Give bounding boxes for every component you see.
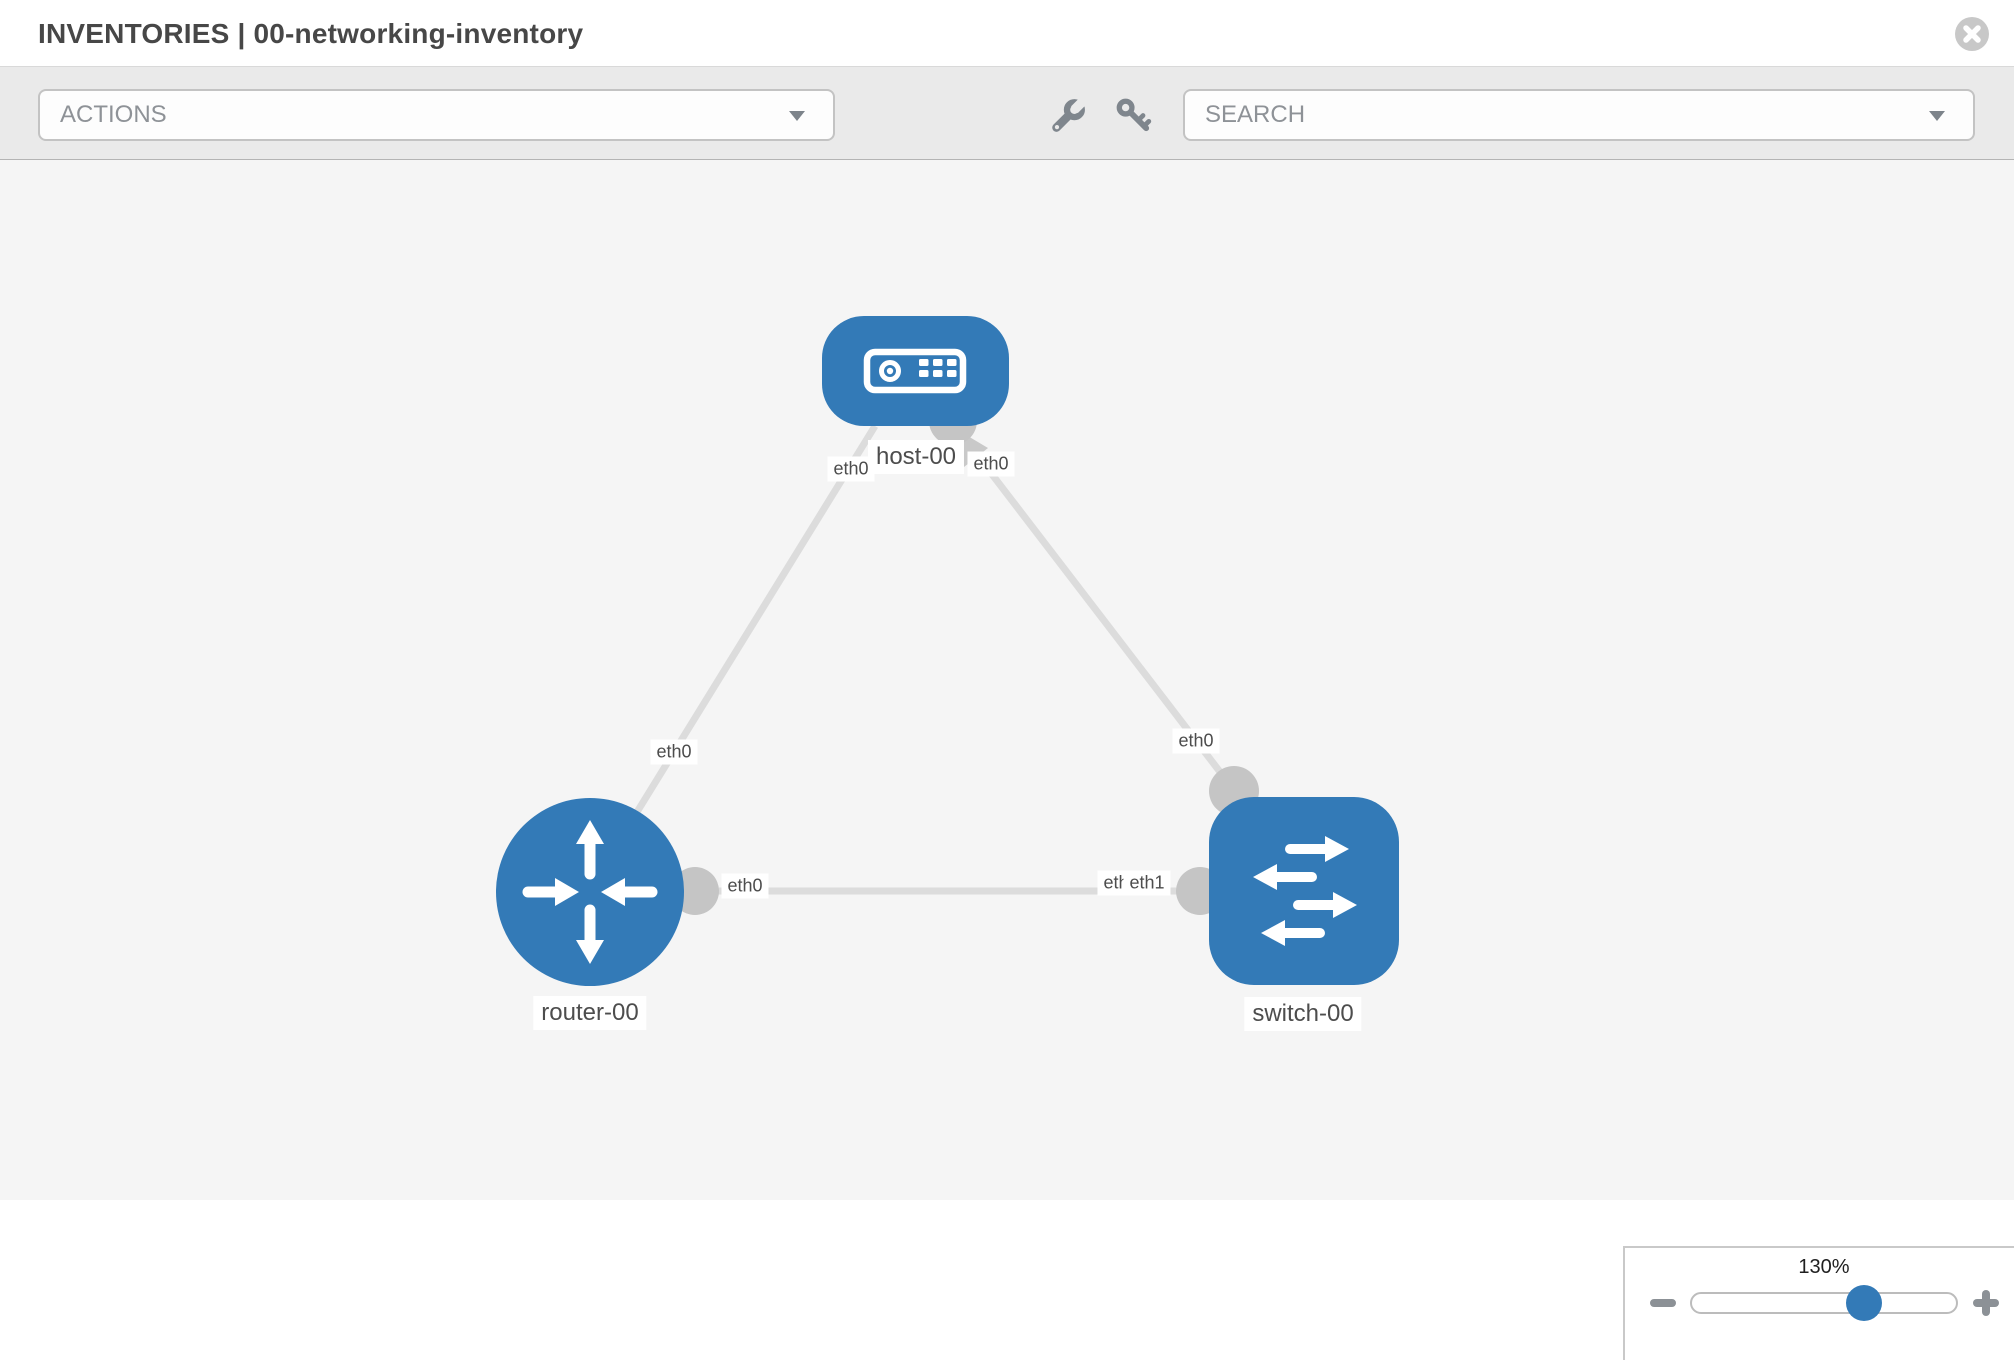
interface-label: eth0 — [1172, 728, 1220, 754]
zoom-out-button[interactable] — [1650, 1299, 1676, 1307]
zoom-slider-knob[interactable] — [1846, 1285, 1882, 1321]
toolbar: ACTIONS SEARCH — [0, 66, 2014, 161]
configure-button[interactable] — [1048, 96, 1088, 134]
search-dropdown[interactable]: SEARCH — [1183, 89, 1975, 141]
search-dropdown-label: SEARCH — [1205, 101, 1306, 128]
page-header: INVENTORIES | 00-networking-inventory — [0, 0, 2014, 66]
credentials-button[interactable] — [1114, 96, 1152, 134]
interface-label: eth0 — [721, 873, 769, 899]
page-title: INVENTORIES | 00-networking-inventory — [38, 18, 584, 49]
zoom-in-button[interactable] — [1972, 1289, 2000, 1317]
node-router-00[interactable] — [496, 798, 684, 986]
topology-graph — [496, 316, 1399, 986]
topology-canvas[interactable]: host-00 router-00 switch-00 eth0 eth0 eth0 eth… — [0, 160, 2014, 1360]
zoom-value: 130% — [1798, 1256, 1850, 1278]
key-icon — [1116, 98, 1152, 132]
host-icon — [863, 348, 967, 394]
node-switch-00[interactable] — [1209, 797, 1399, 985]
node-label: router-00 — [533, 996, 647, 1030]
close-icon — [1955, 17, 1989, 51]
close-button[interactable] — [1954, 16, 1990, 52]
actions-dropdown[interactable]: ACTIONS — [38, 89, 835, 141]
zoom-panel: 130% — [1623, 1246, 2014, 1360]
chevron-down-icon — [1929, 111, 1945, 121]
node-label: switch-00 — [1244, 997, 1362, 1031]
wrench-icon — [1052, 96, 1088, 132]
interface-label: eth0 — [967, 451, 1015, 477]
link-host-router[interactable] — [626, 424, 878, 827]
interface-label: eth0 — [827, 456, 875, 482]
interface-label: eth1 — [1123, 870, 1171, 896]
chevron-down-icon — [789, 111, 805, 121]
node-host-00[interactable] — [822, 316, 1009, 426]
router-icon — [522, 820, 658, 964]
node-label: host-00 — [867, 440, 965, 474]
interface-label: eth0 — [650, 739, 698, 765]
switch-icon — [1253, 836, 1357, 946]
zoom-slider[interactable] — [1690, 1292, 1958, 1314]
actions-dropdown-label: ACTIONS — [60, 101, 167, 128]
